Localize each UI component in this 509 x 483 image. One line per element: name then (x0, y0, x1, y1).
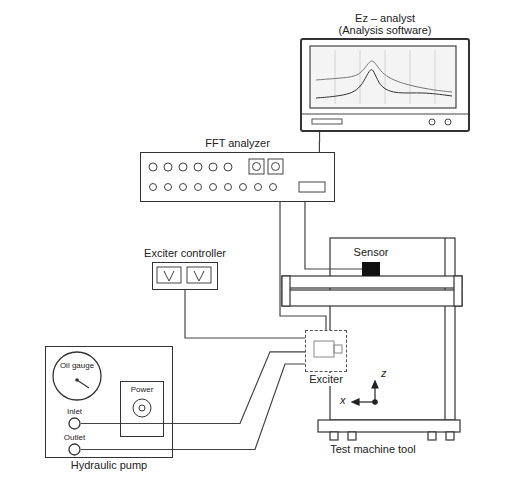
exciter-box: Exciter (305, 330, 347, 372)
power-switch: Power (120, 381, 164, 437)
device-detail (153, 263, 217, 289)
machine-tool-label: Test machine tool (282, 443, 464, 456)
oil-gauge: Oil gauge (52, 351, 102, 401)
text-group: Ez – analyst(Analysis software) (339, 12, 432, 37)
z-arrowhead (372, 381, 378, 388)
text-group: Inlet (67, 407, 82, 416)
signal-cable (280, 202, 326, 330)
text-group: Sensor (352, 246, 391, 259)
signal-cable (81, 364, 305, 449)
axis-label: z (380, 367, 388, 379)
device-detail (302, 40, 468, 130)
outlet-port-label: Outlet (64, 433, 85, 442)
lower-rail (282, 290, 462, 306)
upper-rail (282, 276, 462, 288)
hydraulic-pump: Hydraulic pumpOil gaugeInletOutletPower (45, 346, 173, 458)
text-group: Hydraulic pump (71, 459, 147, 472)
signal-cable (319, 132, 320, 152)
device-detail (141, 153, 334, 201)
text-group: FFT analyzer (205, 137, 270, 150)
circle-outline (68, 443, 81, 456)
machine-foot (428, 432, 436, 440)
fft-analyzer: FFT analyzer (140, 152, 335, 202)
machine-foot (446, 432, 454, 440)
sensor-block: Sensor (362, 262, 380, 276)
machine-base (318, 420, 460, 432)
computer-monitor-label: (Analysis software) (339, 24, 432, 37)
inlet-port: Inlet (68, 417, 81, 430)
computer-monitor-label: Ez – analyst (339, 12, 432, 25)
computer-monitor: Ez – analyst(Analysis software) (300, 38, 470, 132)
text-group: Test machine tool (282, 443, 464, 456)
inlet-port-label: Inlet (67, 407, 82, 416)
rail-end-cap (454, 276, 462, 306)
text-group: Exciter (307, 373, 345, 386)
machine-tool: Test machine tool (282, 232, 464, 458)
exciter-box-label: Exciter (307, 373, 345, 386)
machine-foot (330, 432, 338, 440)
text-group: Outlet (64, 433, 85, 442)
hydraulic-pump-label: Hydraulic pump (71, 459, 147, 472)
outlet-port: Outlet (68, 443, 81, 456)
device-detail (306, 331, 346, 371)
signal-cable (185, 290, 305, 338)
column-edge (444, 238, 445, 420)
text-group: Exciter controller (144, 247, 226, 260)
axis-origin (373, 400, 377, 404)
text-group: Oil gauge (52, 361, 102, 370)
rail-end-cap (282, 276, 290, 306)
machine-column (330, 238, 455, 420)
text-group: Power (121, 385, 163, 394)
circle-outline (52, 351, 102, 401)
exciter-controller: Exciter controller (152, 262, 218, 290)
oil-gauge-label: Oil gauge (52, 361, 102, 370)
machine-foot (348, 432, 356, 440)
sensor-block-label: Sensor (352, 246, 391, 259)
signal-cable (81, 352, 305, 424)
circle-outline (68, 417, 81, 430)
power-switch-label: Power (121, 385, 163, 394)
exciter-controller-label: Exciter controller (144, 247, 226, 260)
axis-label: x (339, 394, 347, 406)
x-arrowhead (352, 399, 359, 405)
fft-analyzer-label: FFT analyzer (205, 137, 270, 150)
